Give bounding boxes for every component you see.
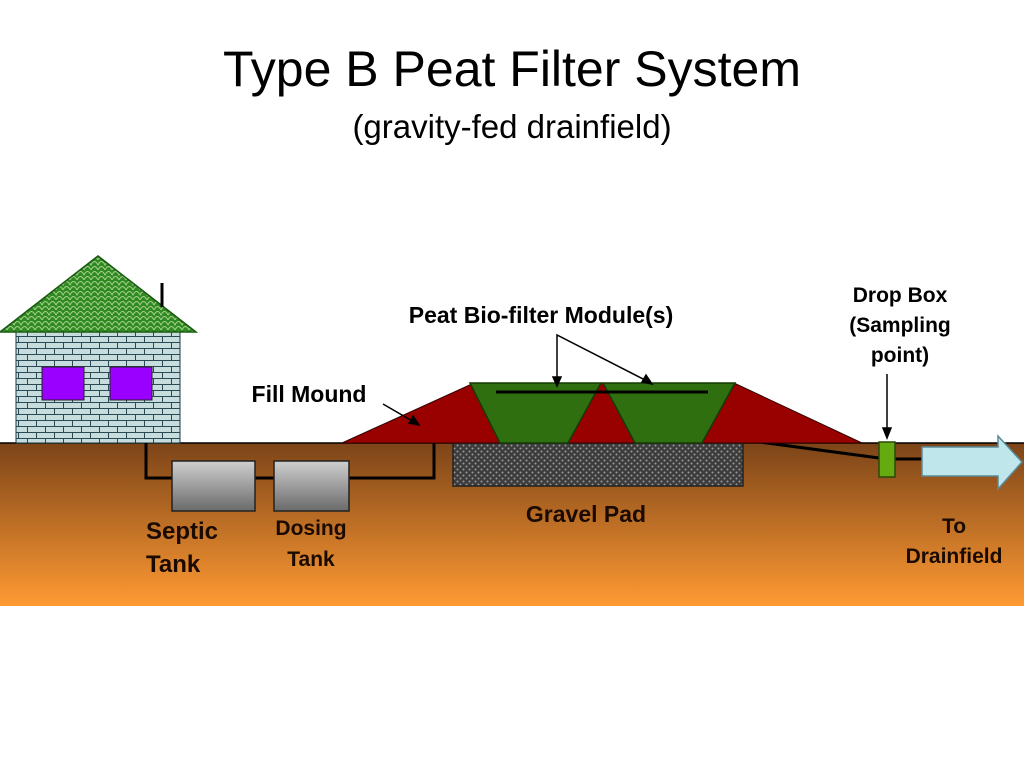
septic-tank-label-2: Tank [146,551,201,578]
peat-module-right [601,382,737,444]
dosing-tank-label-1: Dosing [275,517,346,540]
septic-tank-label-1: Septic [146,518,218,545]
dosing-tank-label-2: Tank [287,548,335,571]
house [0,255,199,444]
septic-tank [171,460,256,512]
house-window-left [41,366,85,401]
drop-box-label-3: point) [871,344,929,367]
gravel-pad [452,442,744,487]
house-window-right [109,366,153,401]
drainfield-arrow [921,434,1024,491]
house-wall [15,329,181,444]
house-roof [0,255,199,333]
drop-box [878,441,896,478]
gravel-pad-label: Gravel Pad [526,501,646,527]
drainfield-label-1: To [942,515,966,538]
drop-box-label-2: (Sampling [849,314,951,337]
page-title: Type B Peat Filter System [223,41,801,97]
drainfield-label-2: Drainfield [906,545,1003,568]
peat-module-label: Peat Bio-filter Module(s) [409,302,674,328]
drop-box-label-1: Drop Box [853,284,948,307]
fill-mound-label: Fill Mound [252,381,367,407]
page-subtitle: (gravity-fed drainfield) [352,108,672,145]
dosing-tank [273,460,350,512]
callout-lines [382,333,893,441]
